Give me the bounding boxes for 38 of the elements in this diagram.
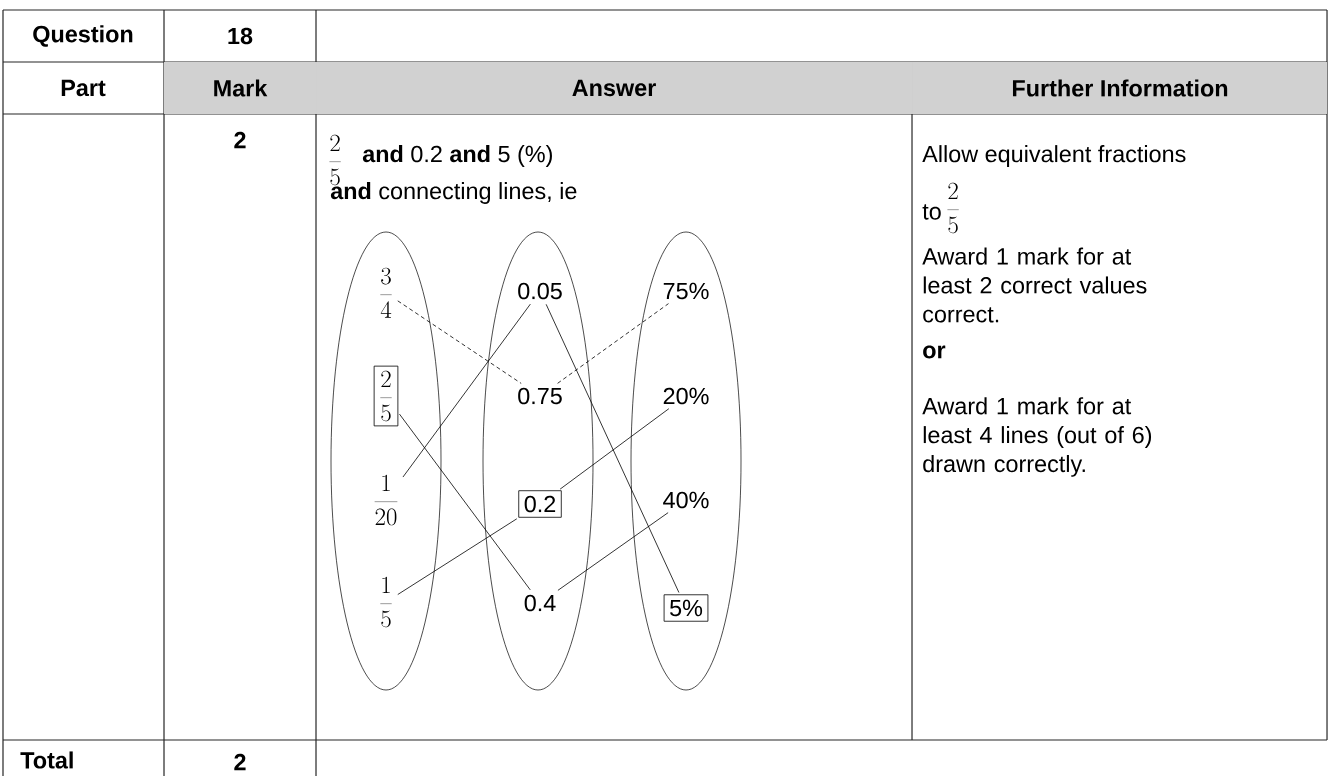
oval <box>630 231 742 691</box>
connecting-line <box>397 300 522 384</box>
value: $\frac{1}{20}$ <box>374 474 398 526</box>
connecting-line <box>397 518 518 595</box>
fraction: $\frac{2}{5}$ <box>947 182 959 234</box>
note-text: or <box>923 345 946 359</box>
connecting-line <box>402 303 531 478</box>
column-heading: Further Information <box>912 62 1327 114</box>
mark-value: 2 <box>234 131 246 149</box>
note-text: Award 1 mark for at least 2 correct values correct. <box>922 247 1147 323</box>
total-mark: 2 <box>234 753 246 771</box>
row-heading: Total <box>20 751 73 769</box>
column-heading: Part <box>61 79 106 97</box>
note-text: Award 1 mark for at least 4 lines (out of 6) drawn correctly. <box>922 397 1152 477</box>
value: 20% <box>663 387 709 405</box>
row-heading: Question <box>33 25 133 47</box>
value: 0.4 <box>524 594 556 612</box>
value: 75% <box>663 282 709 300</box>
boxed-value: 0.2 <box>518 490 562 518</box>
value: 0.75 <box>518 387 562 405</box>
note-text: to <box>922 204 941 220</box>
value: 40% <box>663 491 709 509</box>
value: $\frac{3}{4}$ <box>380 267 392 318</box>
connecting-line <box>545 303 680 593</box>
question-number: 18 <box>228 27 253 45</box>
connecting-line <box>399 413 531 591</box>
column-heading: Mark <box>164 62 316 114</box>
connecting-line <box>557 512 669 591</box>
boxed-value: $\frac{2}{5}$ <box>373 365 399 427</box>
oval <box>482 231 594 691</box>
connecting-line <box>557 303 669 384</box>
value: 0.05 <box>518 282 562 300</box>
note-text: Allow equivalent fractions <box>922 145 1186 167</box>
connecting-line <box>559 408 670 490</box>
value: $\frac{1}{5}$ <box>380 576 392 628</box>
answer-text: and 0.2 and 5 (%) <box>362 145 552 167</box>
boxed-value: 5% <box>663 594 709 622</box>
oval <box>330 231 442 691</box>
